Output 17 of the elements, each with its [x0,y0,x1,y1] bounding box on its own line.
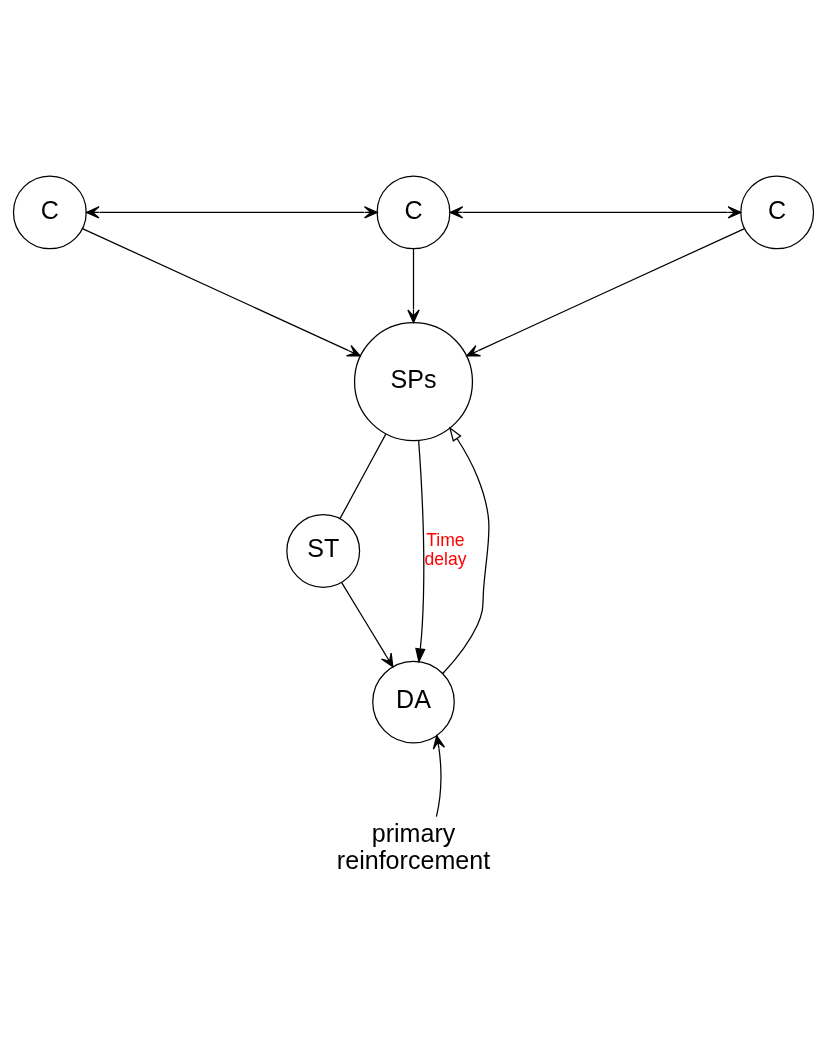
arrow [85,205,378,219]
arrow [449,205,742,219]
arrow [81,227,361,357]
edge-label: Time delay [424,529,467,569]
node-circle: C [12,174,87,249]
connector [339,432,387,519]
arrow [466,227,746,357]
arrow [415,439,426,663]
node-circle: C [376,174,451,249]
arrow [442,425,490,674]
arrow [432,734,446,817]
node-circle: ST [286,513,361,588]
arrow [341,581,394,667]
node-text: primary reinforcement [336,818,491,874]
node-circle: DA [372,660,455,743]
node-circle: C [740,174,815,249]
arrow [407,247,420,323]
